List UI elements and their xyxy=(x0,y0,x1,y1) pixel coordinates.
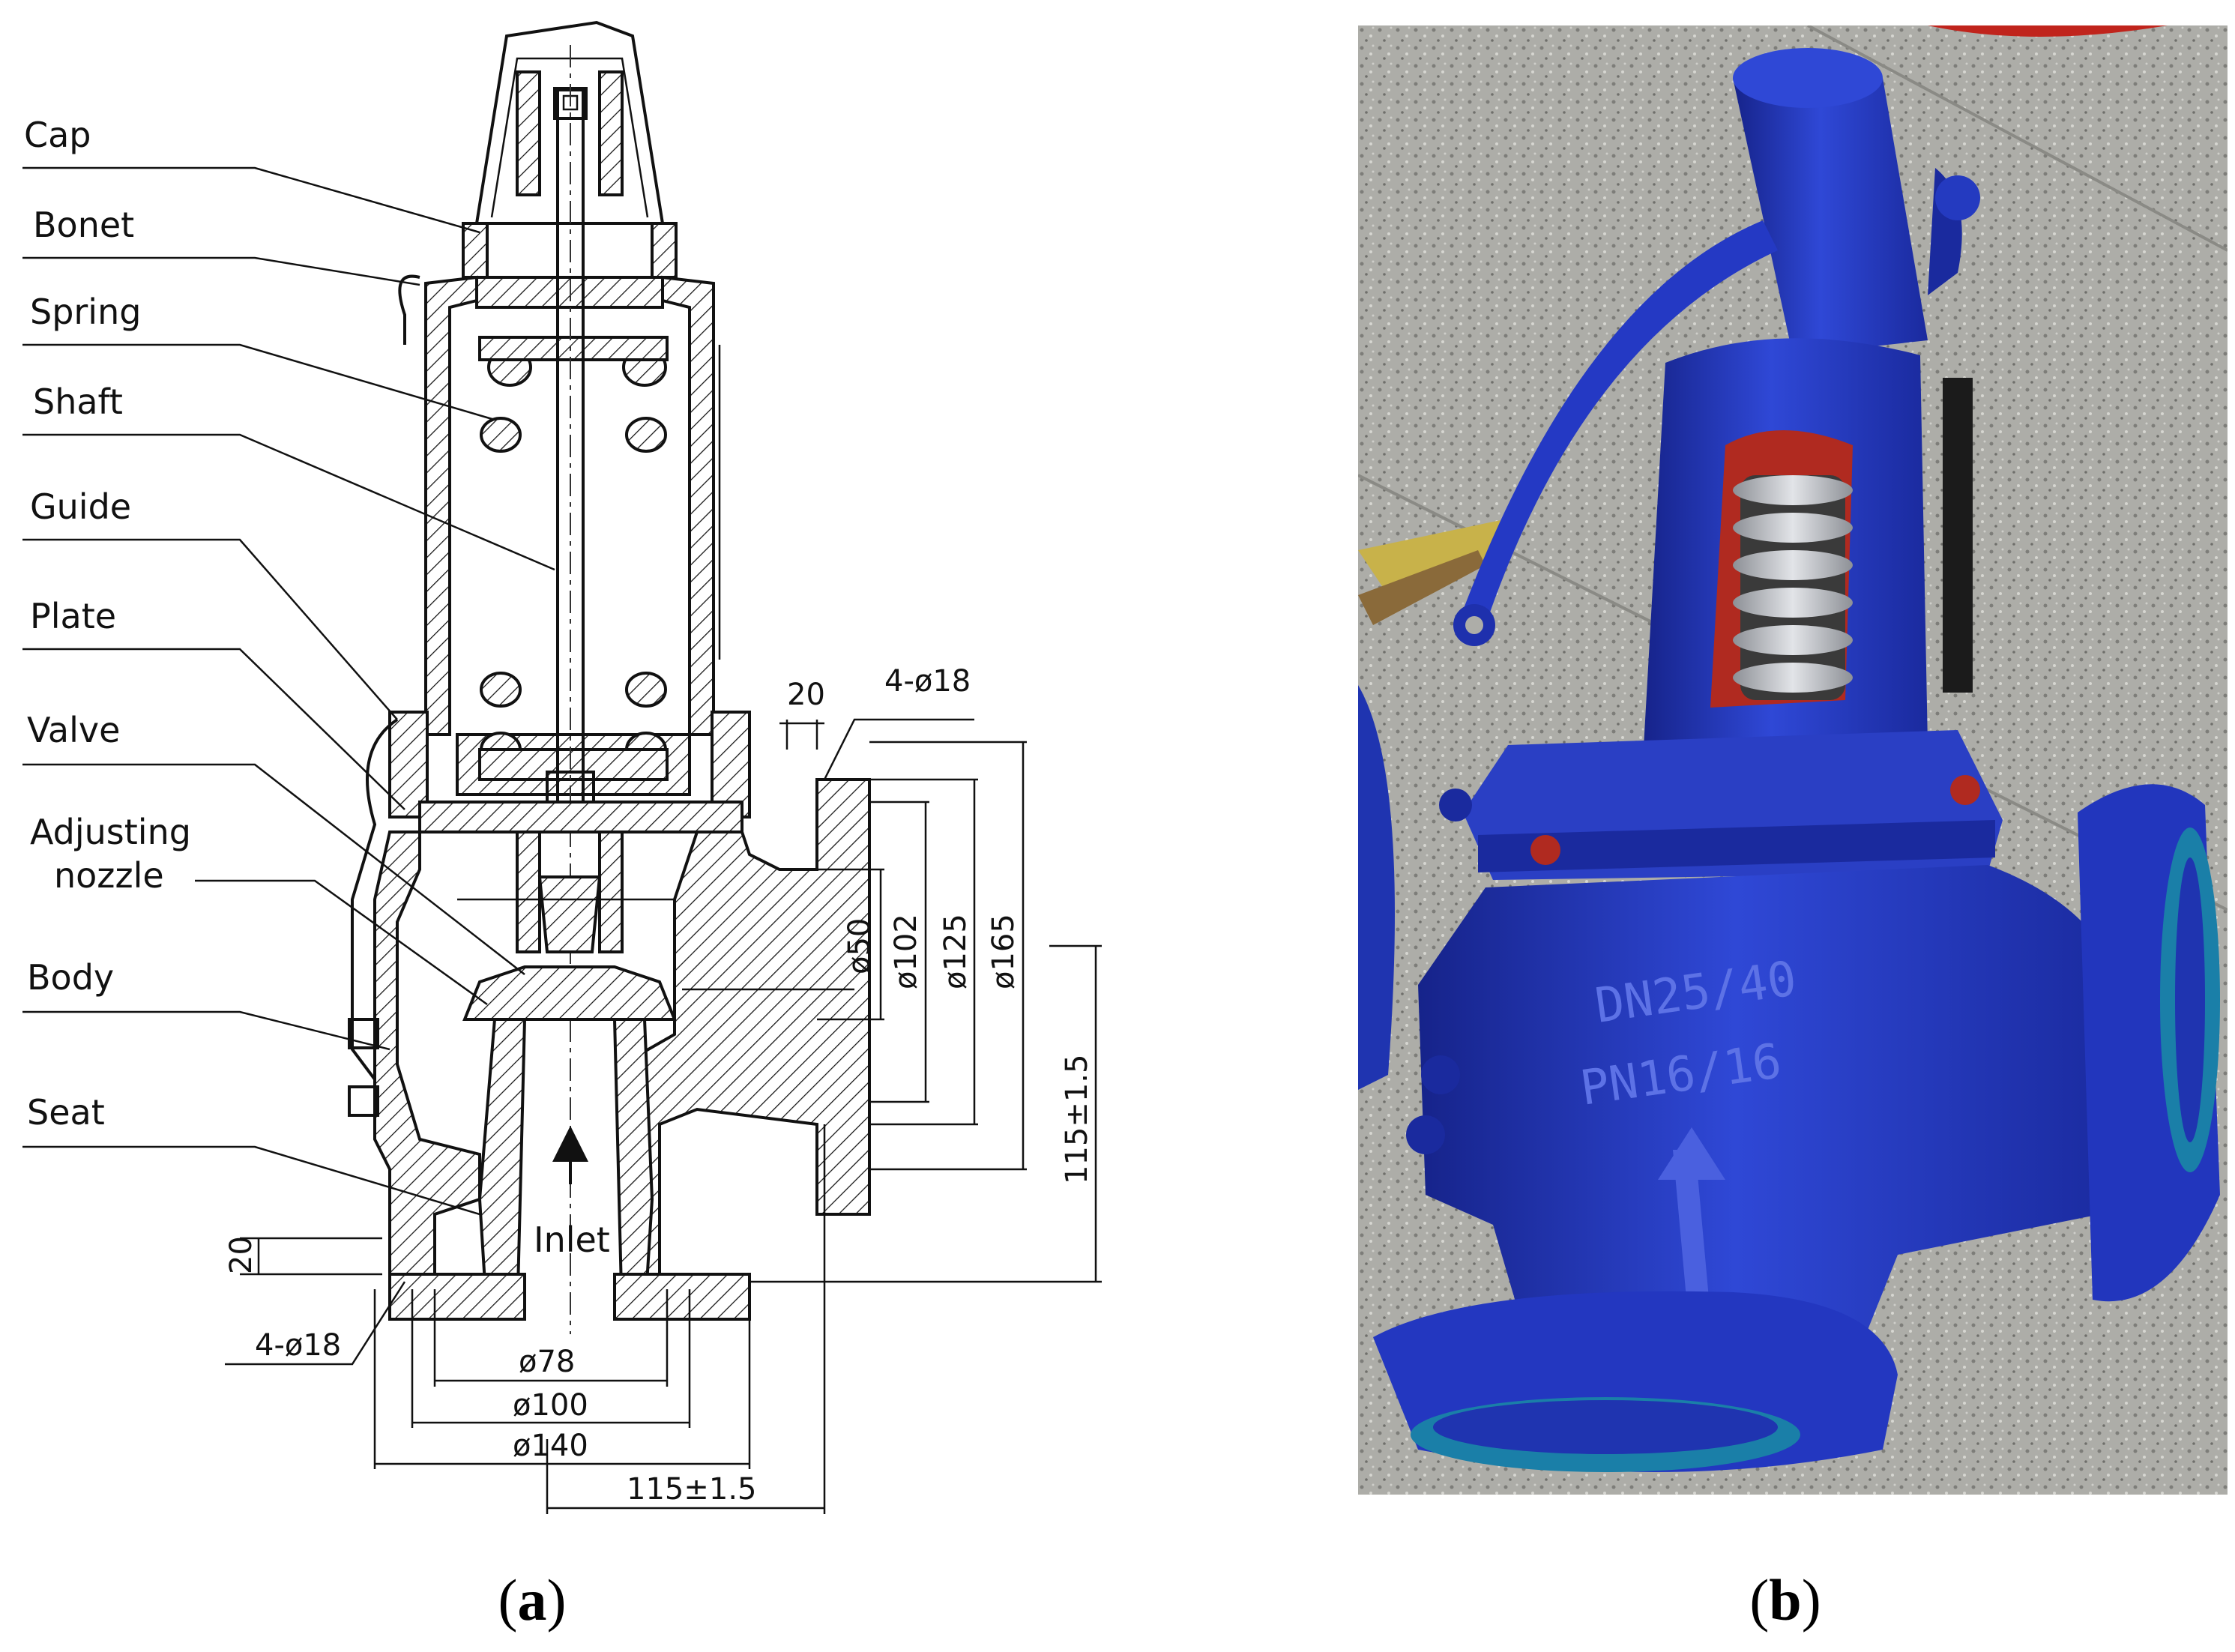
inlet-label: Inlet xyxy=(534,1220,610,1260)
dim-flange-bottom: 20 xyxy=(224,1236,259,1274)
valve-photo-lever xyxy=(1463,220,1778,625)
dim-d140: ø140 xyxy=(513,1429,588,1463)
dim-bolt-holes-bottom: 4-ø18 xyxy=(255,1328,341,1363)
technical-drawing-panel: Inlet Cap Bonet Spring Shaft Guide Plate… xyxy=(0,0,1139,1544)
spring-part xyxy=(478,336,669,781)
dim-d78: ø78 xyxy=(519,1345,575,1379)
valve-photo-illustration: DN25/40 PN16/16 xyxy=(1358,25,2228,1495)
label-bonet: Bonet xyxy=(33,205,134,245)
label-adjusting: Adjusting xyxy=(30,812,191,852)
dim-height: 115±1.5 xyxy=(1060,1055,1094,1184)
flow-arrow-cast xyxy=(1673,1150,1710,1315)
label-body: Body xyxy=(27,957,114,998)
leader-lines xyxy=(22,166,555,1216)
dim-bolt-holes-top: 4-ø18 xyxy=(884,664,971,699)
label-plate: Plate xyxy=(30,596,116,636)
valve-photo-body: DN25/40 PN16/16 xyxy=(1418,865,2123,1405)
dry-leaf xyxy=(1358,520,1508,595)
dim-d125: ø125 xyxy=(938,914,973,989)
guide-part xyxy=(516,830,624,953)
valve-photo-plate xyxy=(1463,730,2003,880)
valve-photo-inlet-flange xyxy=(1373,1291,1898,1472)
label-cap: Cap xyxy=(24,115,91,155)
nozzle-part xyxy=(388,1018,751,1321)
lever-part xyxy=(398,274,420,345)
caption-a: (a) xyxy=(498,1567,567,1633)
dim-flange-top: 20 xyxy=(787,678,825,712)
valve-section-drawing: Inlet Cap Bonet Spring Shaft Guide Plate… xyxy=(22,20,1102,1514)
label-seat: Seat xyxy=(27,1092,105,1133)
label-valve: Valve xyxy=(27,710,120,750)
valve-photo-cap xyxy=(1733,48,1980,355)
lever-bolt xyxy=(348,1018,379,1049)
adjacent-valve-edge xyxy=(1358,685,1395,1090)
dimension-lines xyxy=(225,718,1102,1514)
dim-d102: ø102 xyxy=(889,914,923,989)
label-guide: Guide xyxy=(30,486,131,527)
valve-photo-outlet-flange xyxy=(2078,784,2220,1302)
dim-offset: 115±1.5 xyxy=(627,1472,756,1507)
plate-part xyxy=(418,801,744,833)
body-bolt xyxy=(348,1085,379,1117)
dim-d50: ø50 xyxy=(842,918,877,974)
cap-part xyxy=(462,20,678,279)
red-object xyxy=(1928,25,2168,37)
valve-disc-part xyxy=(462,965,677,1021)
valve-photo-panel: DN25/40 PN16/16 xyxy=(1358,25,2228,1495)
label-nozzle: nozzle xyxy=(54,855,164,896)
valve-photo-spring xyxy=(1733,475,1853,700)
dim-d100: ø100 xyxy=(513,1388,588,1423)
dim-d165: ø165 xyxy=(986,914,1021,989)
nameplate xyxy=(1943,378,1973,693)
valve-photo-bolts xyxy=(1406,775,1980,1154)
label-spring: Spring xyxy=(30,292,141,332)
label-shaft: Shaft xyxy=(33,382,123,422)
caption-b: (b) xyxy=(1749,1567,1821,1633)
